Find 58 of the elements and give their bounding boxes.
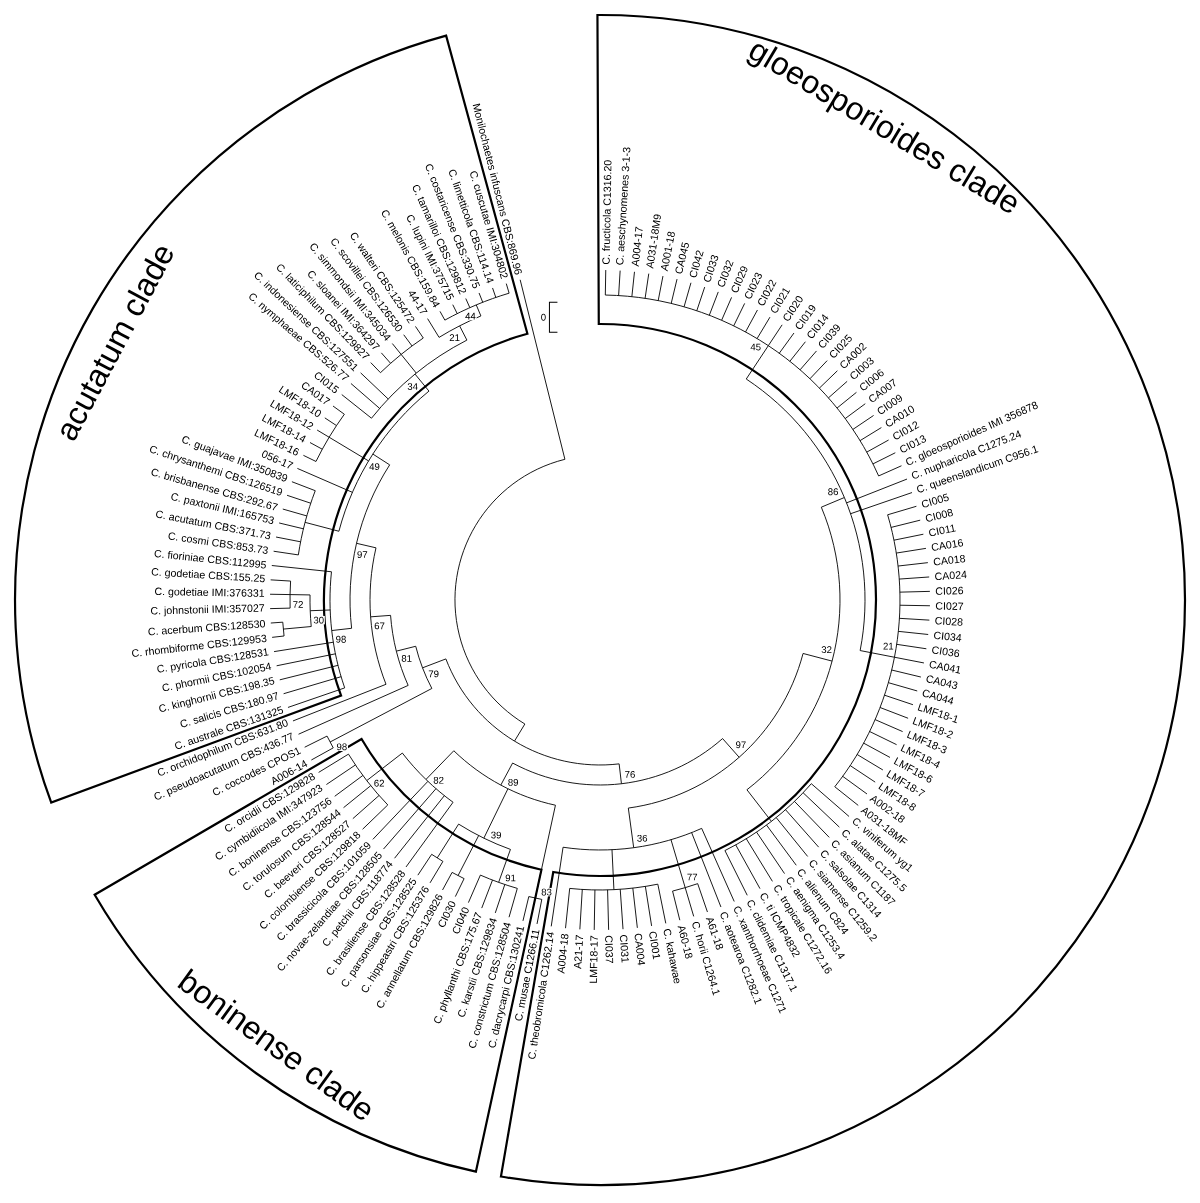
bootstrap-value: 98 (334, 635, 348, 644)
taxon-label: A21-17 (574, 935, 584, 970)
bootstrap-value: 21 (882, 641, 895, 651)
bootstrap-value: 62 (373, 779, 386, 788)
bootstrap-value: 34 (406, 382, 419, 391)
bootstrap-value: 82 (432, 776, 445, 785)
taxon-label: C. fructicola C1316.20 (602, 160, 612, 265)
taxon-label: CI042 (689, 250, 704, 278)
taxon-label: CA044 (922, 689, 954, 705)
taxon-label: CI028 (935, 616, 963, 626)
taxon-label: CI001 (649, 931, 661, 960)
taxon-label: CI031 (619, 935, 629, 963)
taxon-label: CI011 (929, 524, 956, 537)
taxon-label: CI034 (934, 631, 962, 642)
bootstrap-value: 44 (464, 312, 477, 321)
taxon-label: LMF18-17 (589, 935, 598, 983)
bootstrap-value: 67 (373, 621, 386, 631)
taxon-label: CA016 (931, 539, 964, 551)
taxon-label: CI026 (935, 586, 964, 595)
taxon-label: CI037 (605, 935, 614, 963)
bootstrap-value: 81 (400, 654, 413, 663)
bootstrap-value: 83 (540, 887, 553, 897)
bootstrap-value: 30 (312, 615, 325, 625)
bootstrap-value: 45 (749, 342, 762, 352)
bootstrap-value: 97 (734, 740, 748, 749)
bootstrap-value: 77 (686, 872, 699, 882)
bootstrap-value: 36 (636, 834, 649, 843)
bootstrap-value: 91 (504, 873, 517, 883)
taxon-label: CA043 (926, 675, 958, 689)
bootstrap-value: 86 (826, 487, 840, 496)
bootstrap-value: 32 (820, 645, 833, 654)
taxon-label: C. johnstonii IMI:357027 (150, 604, 265, 617)
bootstrap-value: 21 (448, 333, 461, 342)
taxon-label: CI005 (921, 493, 949, 508)
taxon-label: CI033 (703, 255, 719, 282)
taxon-label: CI027 (935, 602, 964, 610)
bootstrap-value: 76 (623, 770, 637, 779)
bootstrap-value: 72 (291, 600, 305, 609)
bootstrap-value: 97 (356, 550, 369, 559)
taxon-label: CA041 (929, 661, 960, 674)
bootstrap-value: 79 (427, 669, 440, 679)
bootstrap-value: 98 (335, 742, 348, 752)
taxon-label: A004-17 (631, 226, 643, 267)
taxon-label: CA045 (675, 242, 689, 274)
bootstrap-value: 49 (368, 462, 381, 471)
taxon-label: CI008 (925, 509, 953, 522)
bootstrap-value: 89 (507, 778, 520, 787)
taxon-label: A001-18 (660, 231, 675, 272)
taxon-label: CA024 (935, 570, 967, 581)
taxon-label: CA004 (634, 933, 646, 966)
scale-label: 0 (541, 313, 546, 321)
taxon-label: C. godetiae IMI:376331 (155, 587, 265, 598)
taxon-label: C. aeschynomenes 3-1-3 (616, 147, 631, 265)
taxon-label: CI036 (932, 646, 960, 658)
taxon-label: C. godetiae CBS:155.25 (151, 568, 265, 583)
taxon-label: A031-18M9 (646, 214, 661, 269)
taxon-label: A004-18 (557, 934, 569, 974)
taxon-label: CA018 (933, 554, 966, 566)
